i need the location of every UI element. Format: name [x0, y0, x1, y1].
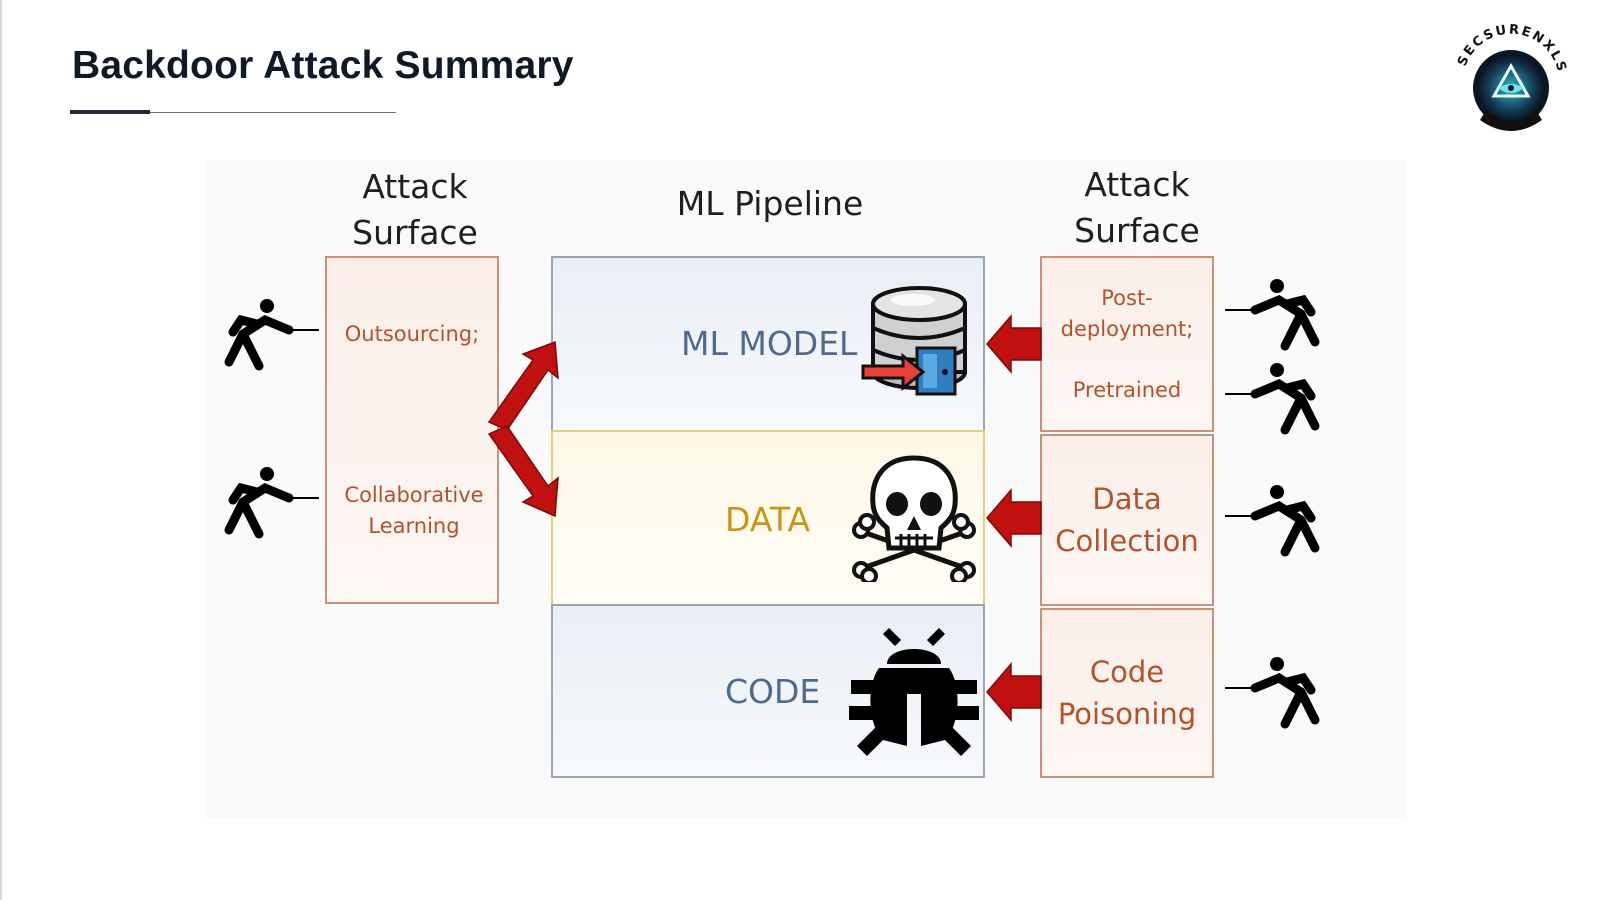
right-surface-code-poisoning: Code Poisoning — [1040, 608, 1214, 778]
pipeline-code: CODE — [551, 604, 985, 778]
surface-outsourcing: Outsourcing; — [344, 322, 480, 346]
logo-emblem-icon: SECSURENXLS — [1455, 22, 1567, 131]
attacker-figure-icon — [1225, 279, 1320, 351]
surface-code-label: Code — [1089, 655, 1165, 689]
brand-logo: SECSURENXLS — [1446, 14, 1576, 144]
database-backdoor-icon — [861, 286, 967, 396]
pipeline-label-ml-model: ML MODEL — [681, 324, 858, 363]
left-attack-surface-header: Attack Surface — [352, 167, 478, 252]
surface-deployment-label: deployment; — [1060, 316, 1194, 341]
skull-crossbones-icon — [852, 455, 976, 582]
surface-poisoning-label: Poisoning — [1057, 697, 1197, 731]
arrow-into-data — [986, 487, 1042, 549]
bug-icon — [849, 628, 979, 756]
attacker-figure-icon — [1225, 657, 1320, 729]
attacker-figure-icon — [1225, 363, 1320, 435]
ml-pipeline-header: ML Pipeline — [676, 184, 864, 223]
diagram-arrows — [487, 313, 1042, 723]
slide-left-edge — [0, 0, 2, 900]
arrow-into-code — [986, 661, 1042, 723]
pipeline-label-code: CODE — [725, 672, 821, 711]
surface-collection-label: Collection — [1055, 524, 1199, 558]
surface-collaborative-learning: Collaborative Learning — [344, 483, 484, 538]
surface-data-label: Data — [1092, 482, 1162, 516]
arrow-into-ml-model — [986, 313, 1042, 375]
right-surface-data-collection: Data Collection — [1040, 434, 1214, 606]
arrow-to-ml-model — [487, 340, 559, 431]
attacker-figure-icon — [1225, 485, 1320, 557]
right-surface-post-deployment: Post- deployment; Pretrained — [1040, 256, 1214, 432]
title-underline — [70, 112, 396, 113]
attacker-figure-icon — [224, 299, 319, 371]
arrow-to-data — [487, 425, 559, 518]
left-attack-surface-box: Outsourcing; Collaborative Learning — [325, 256, 499, 604]
slide-title: Backdoor Attack Summary — [72, 44, 574, 87]
attacker-figure-icon — [224, 467, 319, 539]
title-underline-accent — [70, 110, 150, 114]
backdoor-attack-diagram: Attack Surface ML Pipeline Attack Surfac… — [205, 160, 1405, 818]
pipeline-data: DATA — [551, 430, 985, 606]
right-attack-surface-header: Attack Surface — [1074, 165, 1200, 250]
surface-pretrained-label: Pretrained — [1072, 377, 1182, 402]
surface-post-label: Post- — [1101, 285, 1153, 310]
pipeline-label-data: DATA — [725, 500, 811, 539]
